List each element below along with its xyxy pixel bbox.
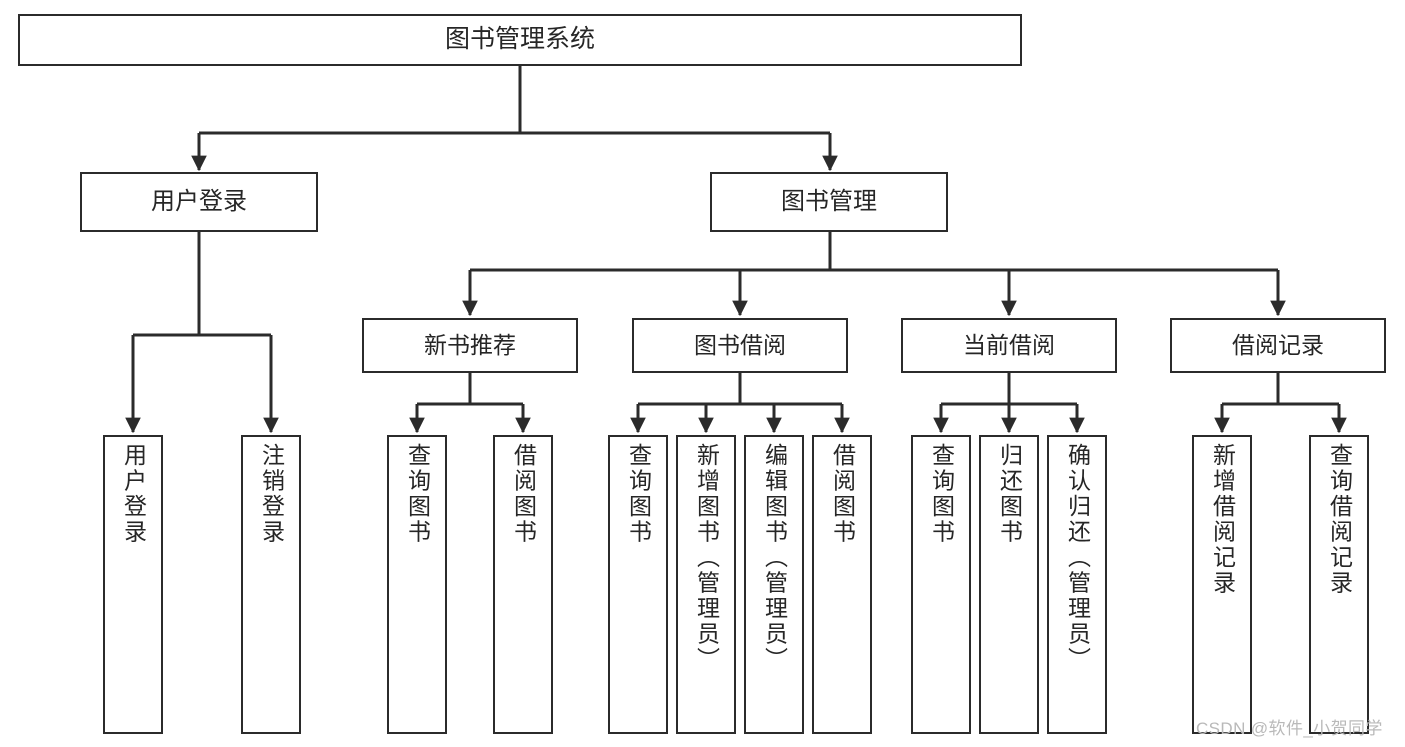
- node-leaf-add-book-label: 新增图书（管理员）: [693, 443, 720, 673]
- node-leaf-edit-book[interactable]: 编辑图书（管理员）: [744, 435, 804, 734]
- node-leaf-user-login-label: 用户登录: [120, 443, 147, 545]
- node-leaf-query-book-2-label: 查询图书: [625, 443, 652, 545]
- node-root[interactable]: 图书管理系统: [18, 14, 1022, 66]
- node-leaf-query-book-1[interactable]: 查询图书: [387, 435, 447, 734]
- node-book-borrow[interactable]: 图书借阅: [632, 318, 848, 373]
- node-current-borrow[interactable]: 当前借阅: [901, 318, 1117, 373]
- node-book-manage-label: 图书管理: [781, 187, 877, 215]
- node-leaf-query-book-2[interactable]: 查询图书: [608, 435, 668, 734]
- node-book-borrow-label: 图书借阅: [694, 331, 786, 358]
- node-leaf-borrow-book-2[interactable]: 借阅图书: [812, 435, 872, 734]
- node-leaf-query-book-1-label: 查询图书: [404, 443, 431, 545]
- node-leaf-borrow-book-2-label: 借阅图书: [829, 443, 856, 545]
- csdn-watermark: CSDN @软件_小贺同学: [1196, 719, 1383, 738]
- node-leaf-confirm-return-label: 确认归还（管理员）: [1064, 443, 1091, 673]
- node-root-label: 图书管理系统: [444, 25, 595, 54]
- node-leaf-confirm-return[interactable]: 确认归还（管理员）: [1047, 435, 1107, 734]
- node-leaf-borrow-book-1-label: 借阅图书: [510, 443, 537, 545]
- node-current-borrow-label: 当前借阅: [963, 331, 1055, 358]
- node-book-manage[interactable]: 图书管理: [710, 172, 948, 232]
- node-leaf-edit-book-label: 编辑图书（管理员）: [761, 443, 788, 673]
- node-leaf-query-record[interactable]: 查询借阅记录: [1309, 435, 1369, 734]
- node-leaf-return-book[interactable]: 归还图书: [979, 435, 1039, 734]
- node-user-login-label: 用户登录: [151, 187, 247, 215]
- node-leaf-borrow-book-1[interactable]: 借阅图书: [493, 435, 553, 734]
- node-leaf-add-book[interactable]: 新增图书（管理员）: [676, 435, 736, 734]
- node-leaf-add-record[interactable]: 新增借阅记录: [1192, 435, 1252, 734]
- node-new-book-recommend-label: 新书推荐: [424, 331, 516, 358]
- node-leaf-query-book-3[interactable]: 查询图书: [911, 435, 971, 734]
- node-leaf-query-record-label: 查询借阅记录: [1326, 443, 1353, 596]
- node-leaf-user-logout[interactable]: 注销登录: [241, 435, 301, 734]
- node-borrow-record-label: 借阅记录: [1232, 331, 1324, 358]
- node-leaf-user-login[interactable]: 用户登录: [103, 435, 163, 734]
- node-leaf-user-logout-label: 注销登录: [258, 443, 285, 545]
- node-leaf-add-record-label: 新增借阅记录: [1209, 443, 1236, 596]
- node-user-login[interactable]: 用户登录: [80, 172, 318, 232]
- node-new-book-recommend[interactable]: 新书推荐: [362, 318, 578, 373]
- node-leaf-return-book-label: 归还图书: [996, 443, 1023, 545]
- node-leaf-query-book-3-label: 查询图书: [928, 443, 955, 545]
- node-borrow-record[interactable]: 借阅记录: [1170, 318, 1386, 373]
